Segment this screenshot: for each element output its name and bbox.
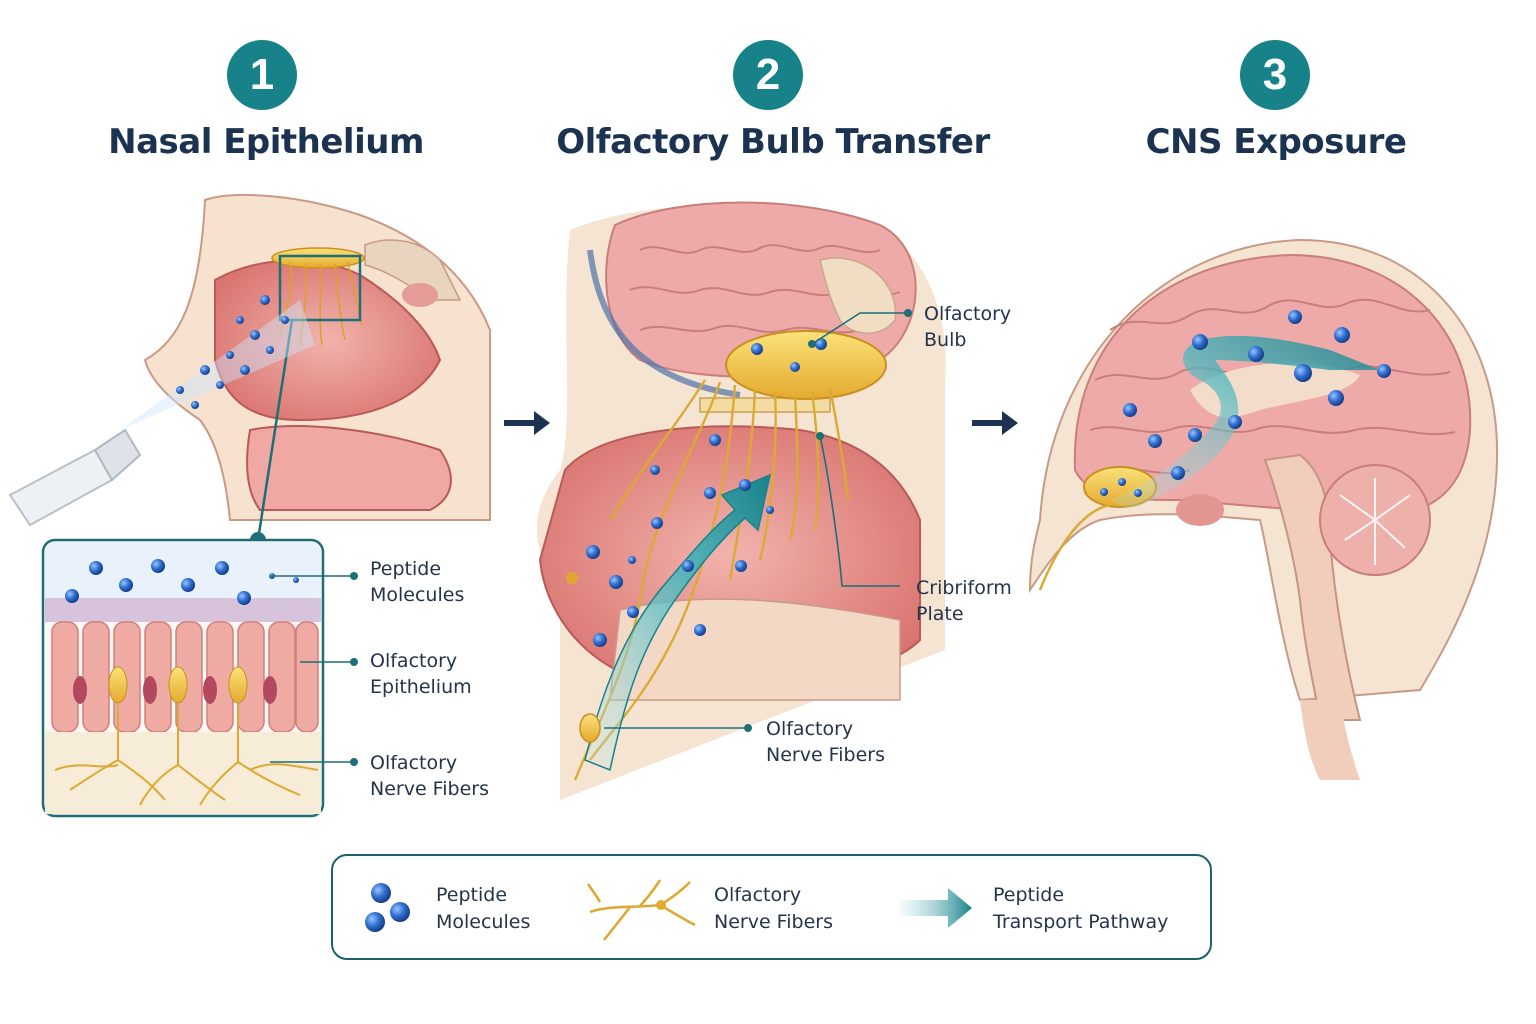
peptide-molecules-icon (365, 883, 410, 932)
nasal-spray-bottle-icon (8, 428, 142, 527)
step-2-title: Olfactory Bulb Transfer (556, 122, 990, 162)
legend (331, 854, 1212, 960)
step-1-badge: 1 (227, 40, 297, 110)
nerve-fiber-icon (586, 879, 696, 941)
flow-arrow-2-3-icon (972, 411, 1018, 435)
step-1-title: Nasal Epithelium (108, 122, 424, 162)
transport-arrow-icon (900, 888, 972, 928)
step-2-badge: 2 (733, 40, 803, 110)
flow-arrow-1-2-icon (504, 411, 550, 435)
step-3-title: CNS Exposure (1145, 122, 1407, 162)
step-3-badge: 3 (1240, 40, 1310, 110)
